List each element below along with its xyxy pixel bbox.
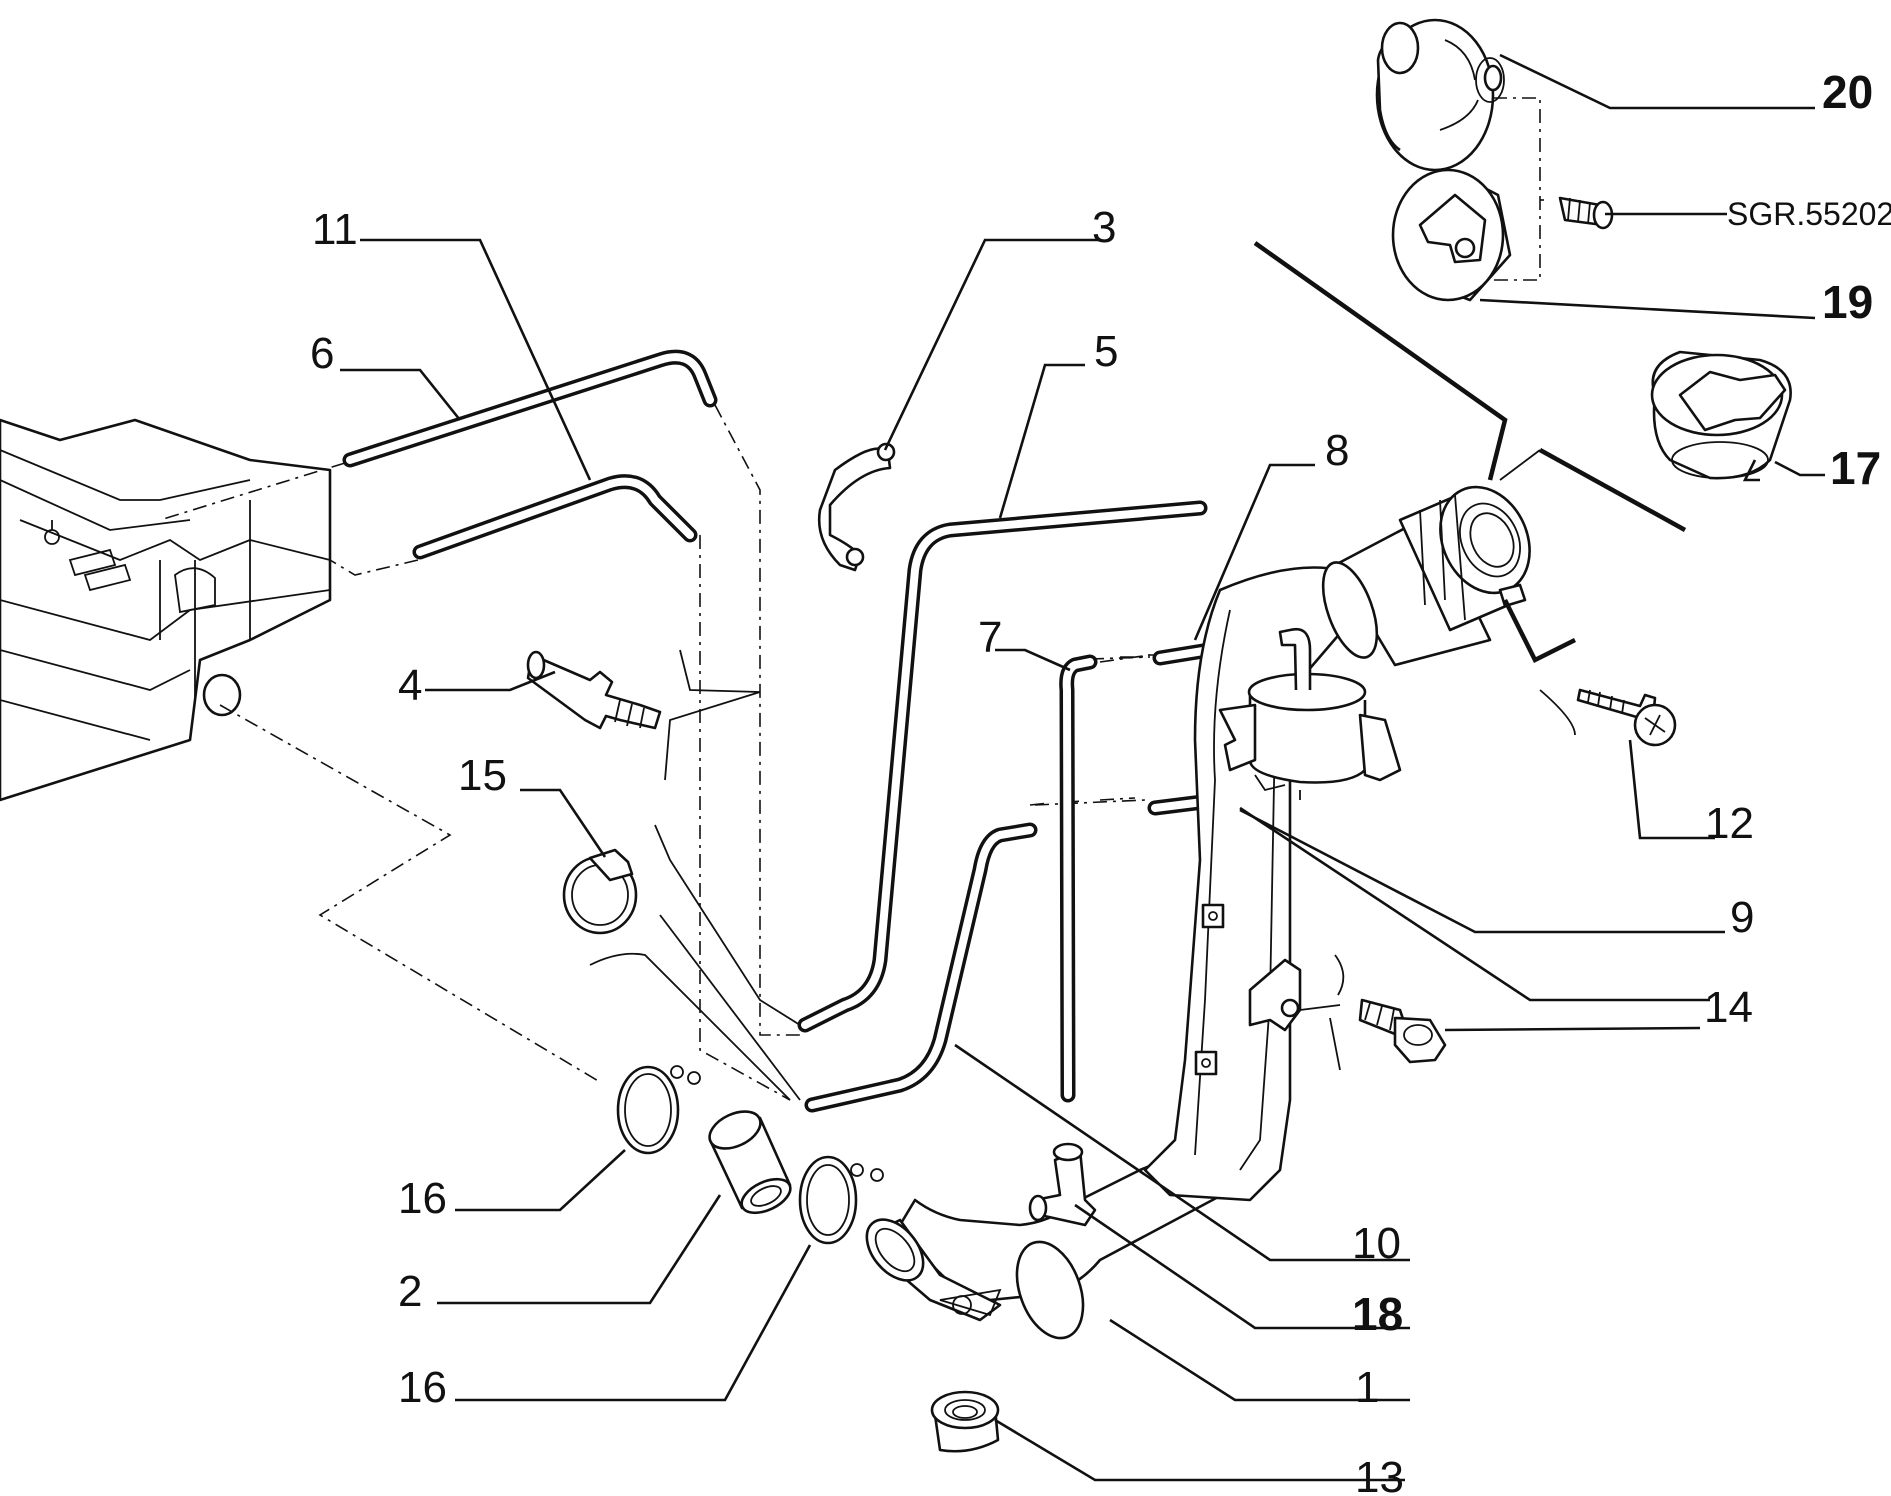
label-16a: 16 (398, 1174, 447, 1223)
hose-11 (412, 474, 698, 560)
clip-ring-16b (798, 1155, 884, 1245)
label-8: 8 (1325, 426, 1349, 475)
label-4: 4 (398, 661, 422, 710)
sleeve-2 (708, 1110, 792, 1215)
label-13: 13 (1355, 1453, 1404, 1496)
label-17: 17 (1830, 442, 1881, 494)
t-fitting-18 (1028, 1142, 1097, 1227)
bolt-14 (1358, 998, 1447, 1064)
hose-10 (804, 822, 1038, 1113)
label-7: 7 (978, 613, 1002, 662)
label-14: 14 (1704, 983, 1753, 1032)
screw-12 (1576, 688, 1677, 747)
filler-head (1321, 485, 1531, 667)
label-5: 5 (1094, 327, 1118, 376)
part-labels: 11 6 3 5 8 7 4 15 16 2 16 13 1 18 10 14 … (310, 66, 1891, 1496)
label-12: 12 (1705, 799, 1754, 848)
seal-17 (1650, 350, 1792, 480)
label-part-code: SGR.55202 (1727, 196, 1891, 232)
fuel-cap-19 (1391, 168, 1512, 302)
label-10: 10 (1352, 1219, 1401, 1268)
fuel-cap-20 (1375, 18, 1505, 172)
spring-part (1558, 196, 1614, 230)
label-1: 1 (1355, 1363, 1379, 1412)
leader-lines (340, 53, 1816, 1482)
body-outline-lines (1253, 241, 1687, 736)
filler-neck (1143, 566, 1362, 1202)
hose-7 (1059, 654, 1098, 1103)
extra-leaders (1239, 460, 1825, 934)
vapor-canister (1218, 627, 1402, 800)
label-9: 9 (1730, 893, 1754, 942)
clip-ring-16a (616, 1065, 701, 1155)
hose-5 (797, 500, 1208, 1033)
label-2: 2 (398, 1267, 422, 1316)
clamp-15 (562, 848, 638, 935)
connector-4 (526, 650, 662, 730)
fuel-tank (0, 418, 332, 802)
label-11: 11 (312, 205, 358, 254)
label-6: 6 (310, 329, 334, 378)
grommet-13 (930, 1390, 1000, 1453)
label-18: 18 (1352, 1288, 1403, 1340)
label-3: 3 (1092, 203, 1116, 252)
clip-3 (817, 442, 896, 572)
bracket-lines (589, 649, 1345, 1101)
label-15: 15 (458, 751, 507, 800)
hose-6 (342, 349, 718, 468)
label-16b: 16 (398, 1363, 447, 1412)
label-20: 20 (1822, 66, 1873, 118)
assembly-dash-lines (159, 97, 1544, 1101)
label-19: 19 (1822, 276, 1873, 328)
